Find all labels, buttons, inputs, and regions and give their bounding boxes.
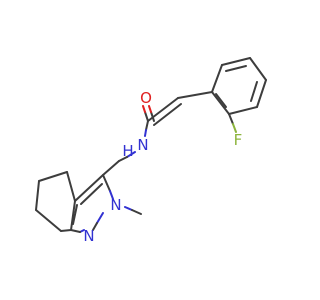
bond: [228, 106, 258, 115]
molecule-structure-diagram: O F N H N N: [35, 57, 267, 245]
bond: [109, 190, 114, 200]
bond: [92, 222, 98, 231]
aromatic-double-bond: [250, 81, 258, 102]
bond: [228, 113, 234, 125]
oxygen-atom-label: O: [140, 89, 152, 107]
bond: [256, 79, 267, 108]
alkene-double-bond: [72, 204, 78, 225]
bond: [177, 91, 213, 99]
bond: [142, 105, 146, 113]
bond: [211, 64, 223, 93]
bond: [144, 111, 149, 122]
bond: [144, 129, 147, 137]
pyrazole-ring: [70, 174, 114, 233]
bond: [148, 105, 152, 113]
bond: [221, 57, 251, 66]
bond: [145, 120, 149, 131]
bond: [38, 171, 68, 182]
pyrazole-nitrogen-label: N: [83, 227, 94, 245]
bond: [249, 57, 267, 81]
bond: [102, 174, 111, 192]
fluorophenyl-ring: [211, 57, 267, 115]
aromatic-double-bond: [215, 93, 227, 108]
bond: [35, 209, 62, 232]
bond: [60, 229, 72, 232]
bond: [96, 212, 104, 224]
bond: [118, 156, 128, 162]
alkene-double-bond: [153, 103, 182, 126]
bond: [35, 180, 40, 211]
alkene-double-bond: [80, 183, 103, 205]
bond: [74, 174, 104, 202]
bond: [124, 206, 133, 211]
alkene-double-bond: [70, 200, 76, 231]
amide-nitrogen-label: N: [137, 136, 148, 154]
bond: [126, 151, 136, 158]
aromatic-double-bond: [225, 65, 247, 72]
bond: [131, 209, 142, 215]
pyrazole-n-methyl-label: N: [110, 196, 121, 214]
bond: [70, 229, 81, 233]
cyclopentane-ring: [35, 171, 76, 232]
bond: [150, 111, 155, 122]
bond: [66, 171, 76, 202]
bond: [232, 123, 237, 133]
bond: [211, 91, 230, 115]
amide-hydrogen-label: H: [122, 142, 133, 160]
bond: [102, 160, 120, 176]
fluorine-atom-label: F: [234, 131, 243, 149]
